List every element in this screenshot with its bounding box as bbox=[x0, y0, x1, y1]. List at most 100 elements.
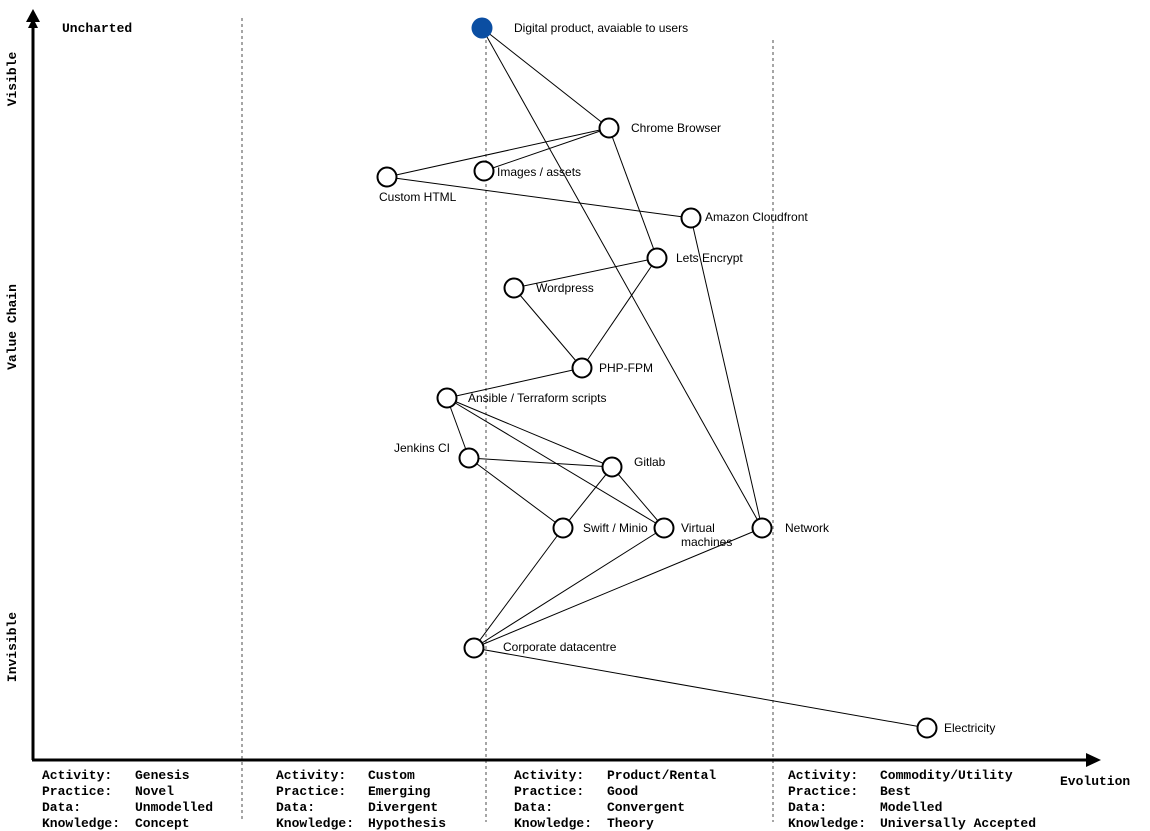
dependency-jenkins-gitlab bbox=[468, 457, 613, 468]
component-cloudfront[interactable]: Amazon Cloudfront bbox=[680, 207, 809, 229]
component-label: Amazon Cloudfront bbox=[705, 210, 808, 224]
stage-data-value: Convergent bbox=[607, 800, 685, 815]
stage-practice-key: Practice: bbox=[788, 784, 858, 799]
component-network[interactable]: Network bbox=[751, 517, 831, 539]
component-label: Chrome Browser bbox=[631, 121, 721, 135]
dependency-network-datacentre bbox=[473, 527, 763, 649]
user-need-node[interactable] bbox=[471, 17, 493, 39]
dependency-wordpress-phpfpm bbox=[513, 287, 583, 369]
dependency-vms-datacentre bbox=[473, 527, 665, 649]
component-label-line: machines bbox=[681, 535, 732, 549]
component-node[interactable] bbox=[473, 160, 495, 182]
component-ansible[interactable]: Ansible / Terraform scripts bbox=[436, 387, 607, 409]
component-label: Custom HTML bbox=[379, 190, 457, 204]
component-label: Network bbox=[785, 521, 830, 535]
dependency-digital-network bbox=[481, 27, 763, 529]
component-node[interactable] bbox=[571, 357, 593, 379]
component-label: Wordpress bbox=[536, 281, 594, 295]
component-node[interactable] bbox=[751, 517, 773, 539]
component-label: PHP-FPM bbox=[599, 361, 653, 375]
component-node[interactable] bbox=[458, 447, 480, 469]
component-label: Swift / Minio bbox=[583, 521, 648, 535]
stage-data-key: Data: bbox=[788, 800, 827, 815]
uncharted-label: Uncharted bbox=[62, 21, 132, 36]
component-label: Electricity bbox=[944, 721, 995, 735]
stage-data-value: Modelled bbox=[880, 800, 942, 815]
stage-practice-key: Practice: bbox=[42, 784, 112, 799]
stage-knowledge-value: Hypothesis bbox=[368, 816, 446, 831]
stage-practice-value: Novel bbox=[135, 784, 174, 799]
component-chrome[interactable]: Chrome Browser bbox=[598, 117, 722, 139]
dependency-gitlab-vms bbox=[611, 466, 665, 529]
stage-activity-key: Activity: bbox=[276, 768, 346, 783]
component-node[interactable] bbox=[552, 517, 574, 539]
component-gitlab[interactable]: Gitlab bbox=[601, 455, 666, 478]
dependency-jenkins-swift bbox=[468, 457, 564, 529]
component-label: Lets Encrypt bbox=[676, 251, 743, 265]
component-node[interactable] bbox=[503, 277, 525, 299]
stage-practice-value: Good bbox=[607, 784, 638, 799]
stage-data-key: Data: bbox=[42, 800, 81, 815]
component-node[interactable] bbox=[436, 387, 458, 409]
component-label: Digital product, avaiable to users bbox=[514, 21, 688, 35]
dependency-cloudfront-network bbox=[690, 217, 763, 529]
stage-knowledge-value: Theory bbox=[607, 816, 654, 831]
component-electricity[interactable]: Electricity bbox=[916, 717, 996, 739]
component-digital[interactable]: Digital product, avaiable to users bbox=[471, 17, 689, 39]
stage-legend-genesis: Activity: Genesis Practice: Novel Data: … bbox=[42, 768, 213, 831]
component-label: Corporate datacentre bbox=[503, 640, 617, 654]
component-label: Jenkins CI bbox=[394, 441, 450, 455]
value-chain-arrowhead-icon bbox=[26, 9, 40, 22]
component-customhtml[interactable]: Custom HTML bbox=[376, 166, 457, 205]
y-axis-value-chain-label: Value Chain bbox=[5, 284, 20, 370]
component-jenkins[interactable]: Jenkins CI bbox=[394, 441, 480, 469]
stage-data-key: Data: bbox=[514, 800, 553, 815]
stage-knowledge-key: Knowledge: bbox=[788, 816, 866, 831]
dependency-chrome-images bbox=[483, 127, 610, 172]
dependency-ansible-jenkins bbox=[446, 397, 470, 459]
component-node[interactable] bbox=[376, 166, 398, 188]
component-wordpress[interactable]: Wordpress bbox=[503, 277, 594, 299]
component-node[interactable] bbox=[680, 207, 702, 229]
stage-legend-product: Activity: Product/Rental Practice: Good … bbox=[514, 768, 716, 831]
stage-knowledge-key: Knowledge: bbox=[276, 816, 354, 831]
component-label: Ansible / Terraform scripts bbox=[468, 391, 607, 405]
evolution-arrowhead-icon bbox=[1086, 753, 1101, 767]
dependency-letsencrypt-phpfpm bbox=[581, 257, 658, 369]
components: Digital product, avaiable to usersChrome… bbox=[376, 17, 996, 739]
component-label: Images / assets bbox=[497, 165, 581, 179]
dependency-digital-chrome bbox=[481, 27, 610, 129]
stage-knowledge-key: Knowledge: bbox=[42, 816, 120, 831]
component-node[interactable] bbox=[598, 117, 620, 139]
stage-activity-key: Activity: bbox=[42, 768, 112, 783]
component-node[interactable] bbox=[646, 247, 668, 269]
component-node[interactable] bbox=[463, 637, 485, 659]
component-datacentre[interactable]: Corporate datacentre bbox=[463, 637, 617, 659]
dependency-gitlab-swift bbox=[562, 466, 613, 529]
dependency-letsencrypt-wordpress bbox=[513, 257, 658, 289]
x-axis-evolution-label: Evolution bbox=[1060, 774, 1130, 789]
component-label-line: Virtual bbox=[681, 521, 715, 535]
dependency-chrome-letsencrypt bbox=[608, 127, 658, 259]
y-axis-visible-label: Visible bbox=[5, 51, 20, 106]
component-node[interactable] bbox=[916, 717, 938, 739]
component-phpfpm[interactable]: PHP-FPM bbox=[571, 357, 654, 379]
component-swift[interactable]: Swift / Minio bbox=[552, 517, 649, 539]
component-label: Gitlab bbox=[634, 455, 666, 469]
component-node[interactable] bbox=[653, 517, 675, 539]
component-images[interactable]: Images / assets bbox=[473, 160, 582, 182]
component-node[interactable] bbox=[601, 456, 623, 478]
dependency-chrome-customhtml bbox=[386, 127, 610, 178]
stage-legend-custom: Activity: Custom Practice: Emerging Data… bbox=[276, 768, 446, 831]
stage-practice-key: Practice: bbox=[276, 784, 346, 799]
dependency-lines bbox=[386, 27, 928, 729]
component-letsencrypt[interactable]: Lets Encrypt bbox=[646, 247, 744, 269]
dependency-ansible-gitlab bbox=[446, 397, 613, 468]
stage-knowledge-key: Knowledge: bbox=[514, 816, 592, 831]
stage-activity-value: Commodity/Utility bbox=[880, 768, 1013, 783]
stage-knowledge-value: Universally Accepted bbox=[880, 816, 1036, 831]
dependency-datacentre-electricity bbox=[473, 647, 928, 729]
